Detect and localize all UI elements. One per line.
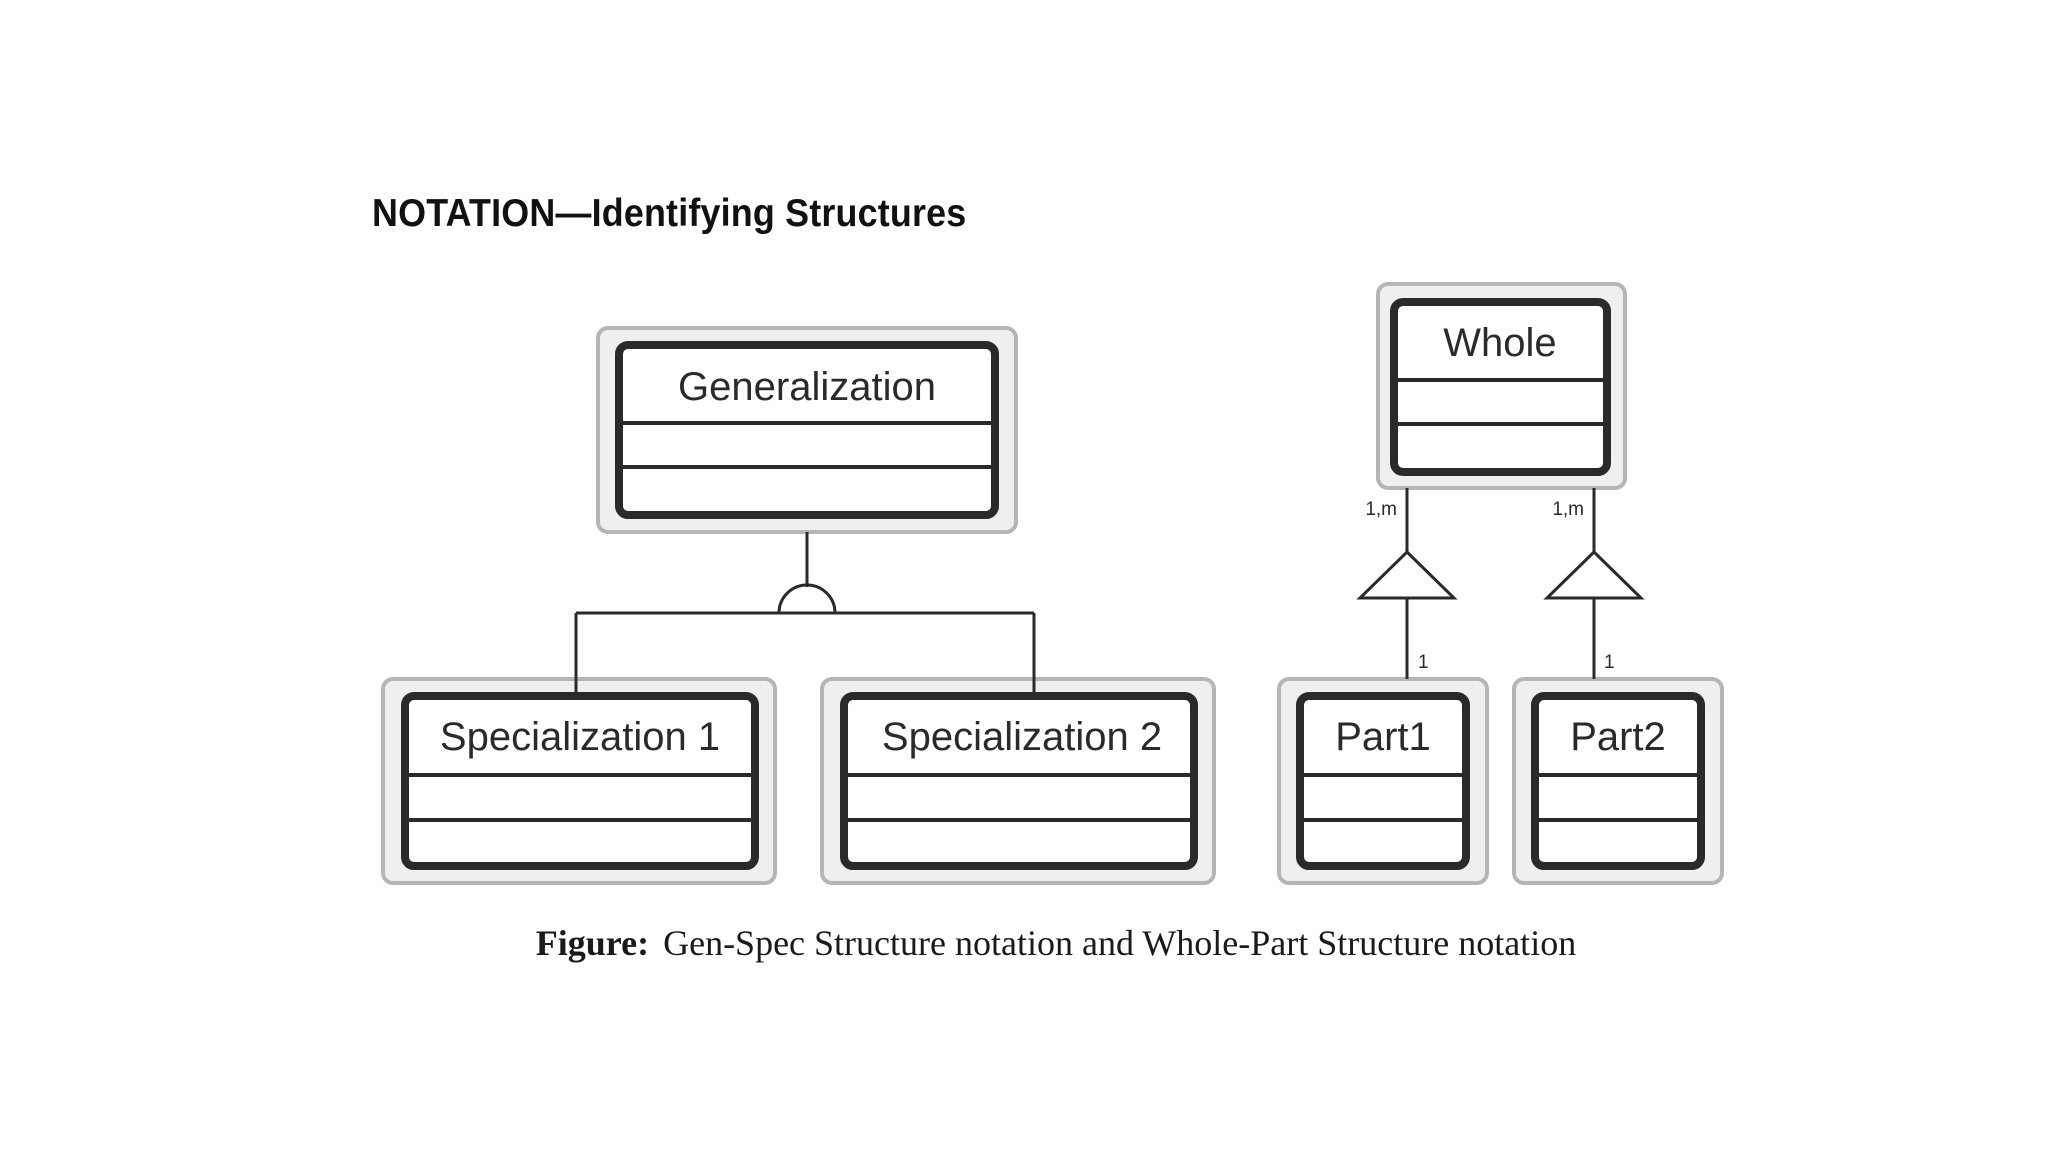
- whole-part-connector-2: 1,m 1: [1543, 488, 1645, 679]
- whole-part-connector-1: 1,m 1: [1356, 488, 1458, 679]
- gen-spec-connector: [574, 532, 1036, 696]
- class-name-specialization-1: Specialization 1: [440, 715, 720, 759]
- notation-heading: NOTATION—Identifying Structures: [372, 192, 967, 235]
- multiplicity-part2: 1: [1604, 652, 1615, 673]
- class-name-part2: Part2: [1570, 715, 1666, 759]
- class-specialization-2: Specialization 2: [820, 677, 1216, 885]
- class-generalization: Generalization: [596, 326, 1018, 534]
- multiplicity-whole-left: 1,m: [1365, 499, 1397, 520]
- class-part1: Part1: [1277, 677, 1489, 885]
- class-part2: Part2: [1512, 677, 1724, 885]
- class-whole: Whole: [1376, 282, 1627, 490]
- caption-text: Gen-Spec Structure notation and Whole-Pa…: [663, 923, 1577, 963]
- class-specialization-1: Specialization 1: [381, 677, 777, 885]
- whole-part-triangle-icon: [1543, 549, 1645, 600]
- class-name-part1: Part1: [1335, 715, 1431, 759]
- multiplicity-whole-right: 1,m: [1552, 499, 1584, 520]
- whole-part-triangle-icon: [1356, 549, 1458, 600]
- figure-caption: Figure: Gen-Spec Structure notation and W…: [0, 922, 2048, 964]
- class-name-generalization: Generalization: [678, 365, 936, 409]
- class-name-specialization-2: Specialization 2: [882, 715, 1162, 759]
- multiplicity-part1: 1: [1418, 652, 1429, 673]
- gen-spec-semicircle-icon: [777, 583, 837, 614]
- class-name-whole: Whole: [1443, 321, 1556, 365]
- caption-lead: Figure:: [535, 923, 650, 963]
